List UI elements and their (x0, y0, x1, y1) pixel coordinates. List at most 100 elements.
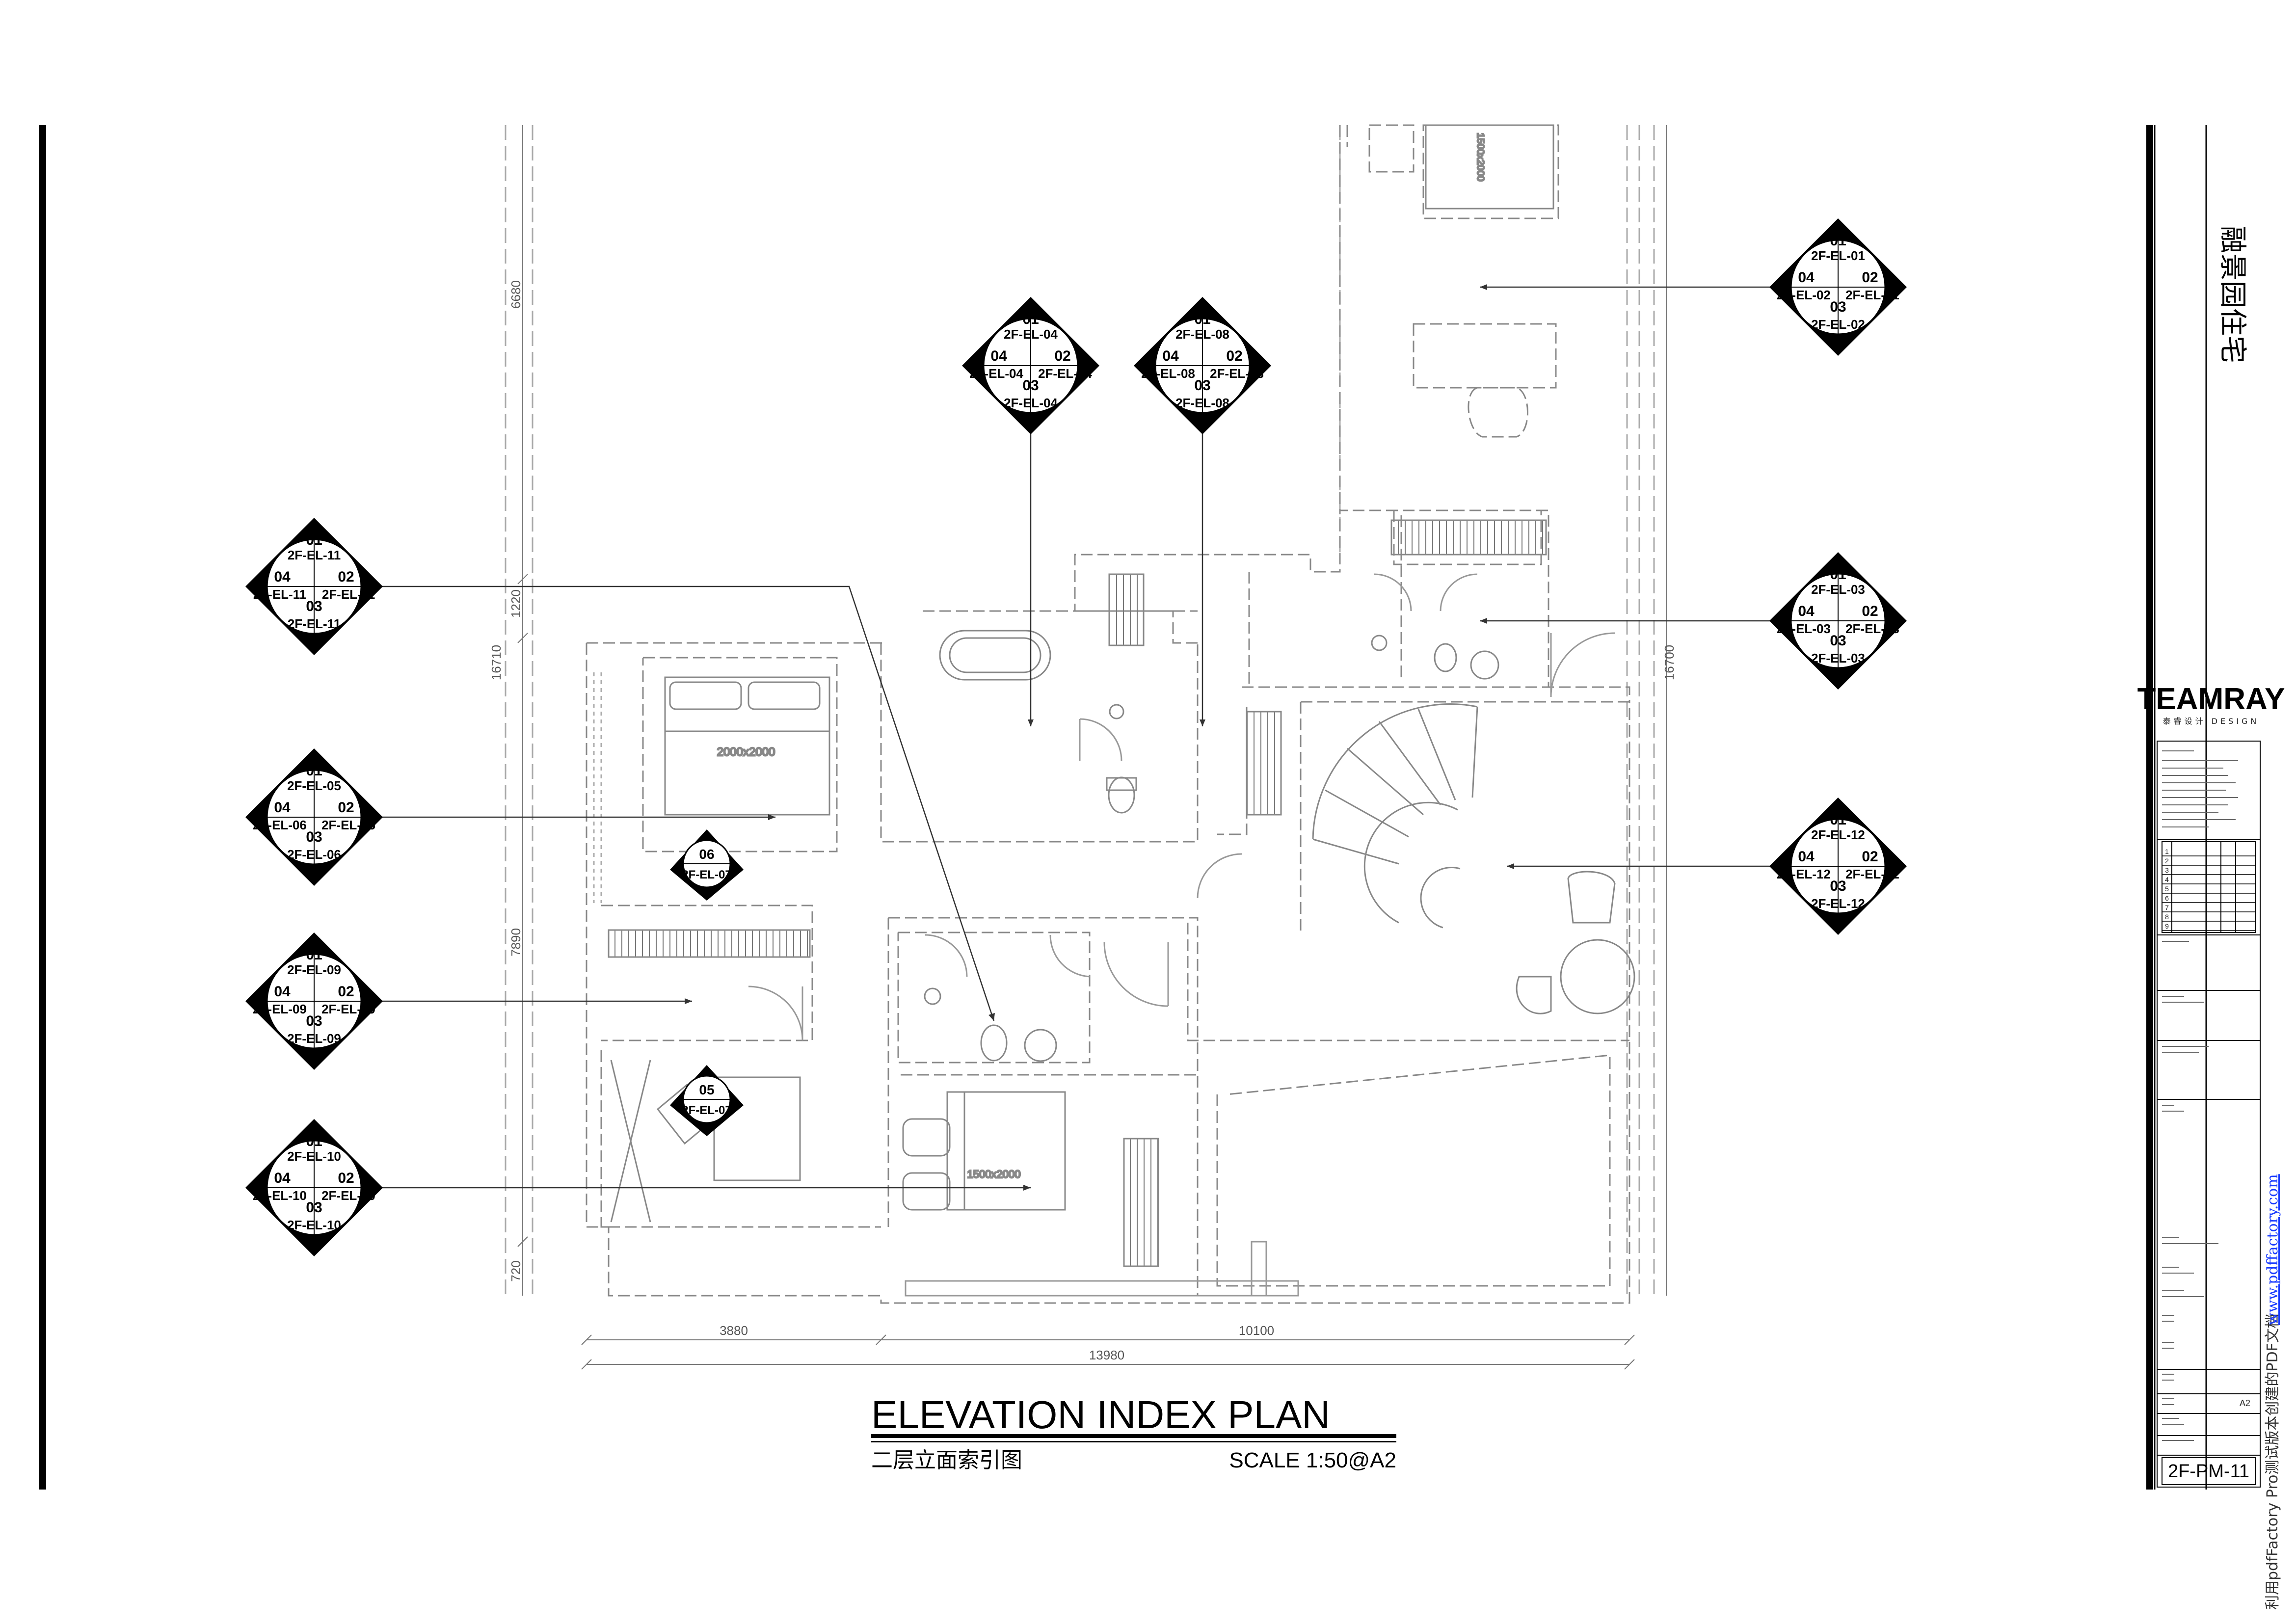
index-tag-right-ref: 2F-EL-09 (321, 1002, 375, 1016)
dim-7890: 7890 (508, 928, 523, 957)
index-tag-left-num: 04 (274, 569, 291, 585)
index-tag-top-num: 01 (306, 763, 322, 779)
index-tag-top-num: 01 (1830, 233, 1846, 249)
bed-master-size: 2000x2000 (717, 745, 775, 759)
dim-3880: 3880 (720, 1323, 748, 1338)
index-tag-top-num: 01 (1830, 812, 1846, 828)
index-tag-bottom-ref: 2F-EL-09 (287, 1031, 341, 1046)
index-tag-bottom-ref: 2F-EL-11 (288, 616, 341, 631)
index-tag-top-num: 01 (306, 947, 322, 963)
index-tag-bottom-ref: 2F-EL-12 (1811, 896, 1865, 911)
index-tag-bottom-num: 03 (1830, 633, 1846, 649)
index-tag-left-ref: 2F-EL-03 (1777, 621, 1831, 636)
index-tag-right-ref: 2F-EL-11 (322, 587, 375, 602)
single-tag-06: 06 2F-EL-07 (670, 829, 744, 901)
index-tag-right-ref: 2F-EL-10 (321, 1188, 375, 1203)
index-tag-right-ref: 2F-EL-12 (1845, 867, 1899, 881)
index-tag-top-num: 01 (306, 1133, 322, 1149)
index-tag-top-num: 01 (306, 532, 322, 548)
index-tag-bottom-num: 03 (1194, 377, 1210, 394)
bed-top-size: 1500x2000 (1475, 133, 1486, 182)
dim-1220: 1220 (508, 589, 523, 618)
revision-row-number: 6 (2165, 894, 2169, 902)
index-tag-top-ref: 2F-EL-05 (287, 778, 341, 793)
index-tag-left-ref: 2F-EL-10 (253, 1188, 307, 1203)
index-tag-right-num: 02 (1862, 849, 1878, 865)
drawing-title: ELEVATION INDEX PLAN (871, 1393, 1330, 1437)
index-tag-right-ref: 2F-EL-08 (1210, 366, 1264, 381)
dim-16710: 16710 (489, 645, 504, 680)
revision-row-number: 9 (2165, 922, 2169, 930)
index-tag-left-ref: 2F-EL-08 (1141, 366, 1195, 381)
index-tag-bottom-num: 03 (1830, 878, 1846, 894)
index-tag-top-ref: 2F-EL-10 (287, 1149, 341, 1164)
index-tag-top-ref: 2F-EL-11 (288, 548, 341, 562)
dim-720: 720 (508, 1260, 523, 1281)
dim-6680: 6680 (508, 280, 523, 309)
index-tag-bottom-num: 03 (1830, 299, 1846, 315)
index-tag-top-num: 01 (1022, 311, 1039, 327)
index-tag-bottom-ref: 2F-EL-08 (1175, 396, 1229, 410)
index-tag-top-ref: 2F-EL-04 (1004, 327, 1058, 342)
index-tag-bottom-ref: 2F-EL-06 (287, 847, 341, 862)
index-tag-top-ref: 2F-EL-08 (1175, 327, 1229, 342)
leader-lines (378, 286, 1774, 1189)
watermark-text: 利用pdfFactory Pro测试版本创建的PDF文档 (2264, 1313, 2281, 1610)
paper-size: A2 (2240, 1398, 2250, 1408)
index-tag-left-num: 04 (274, 799, 291, 816)
index-tag-bottom-num: 03 (306, 829, 322, 845)
index-tag-top-ref: 2F-EL-01 (1811, 248, 1865, 263)
floor-plan: 2000x2000 (505, 124, 1655, 1304)
index-tag-right-num: 02 (1862, 603, 1878, 619)
revision-row-number: 1 (2165, 848, 2169, 855)
index-tag-top-ref: 2F-EL-12 (1811, 827, 1865, 842)
elevation-index-tags: 012F-EL-01042F-EL-02022F-EL-01032F-EL-02… (245, 218, 1907, 1256)
sheet-frame (39, 125, 2207, 1490)
index-tag-bottom-ref: 2F-EL-03 (1811, 651, 1865, 666)
dim-16700: 16700 (1662, 645, 1677, 680)
drawing-scale: SCALE 1:50@A2 (1229, 1448, 1396, 1472)
index-tag-left-ref: 2F-EL-11 (253, 587, 306, 602)
index-tag-left-num: 04 (1798, 849, 1815, 865)
index-tag-left-num: 04 (1162, 348, 1179, 364)
revision-row-number: 8 (2165, 913, 2169, 921)
single-tag-ref: 2F-EL-07 (682, 868, 731, 881)
revision-row-number: 4 (2165, 876, 2169, 883)
single-tag-num: 06 (699, 847, 714, 862)
index-tag-top-num: 01 (1830, 566, 1846, 583)
index-tag-bottom-ref: 2F-EL-04 (1004, 396, 1058, 410)
bed-second-size: 1500x2000 (967, 1168, 1021, 1180)
brand-subtitle: 泰睿设计 DESIGN (2163, 717, 2260, 726)
index-tag-right-num: 02 (338, 1170, 354, 1186)
dim-13980: 13980 (1089, 1348, 1124, 1362)
sheet-number: 2F-PM-11 (2168, 1461, 2249, 1482)
dim-10100: 10100 (1239, 1323, 1274, 1338)
index-tag-right-ref: 2F-EL-03 (1845, 621, 1899, 636)
dimension-lines (517, 125, 1667, 1370)
index-tag-right-num: 02 (1862, 269, 1878, 286)
watermark-link[interactable]: www.pdffactory.com (2264, 1174, 2281, 1325)
index-tag-right-num: 02 (338, 569, 354, 585)
index-tag-bottom-ref: 2F-EL-02 (1811, 317, 1865, 332)
index-tag-right-ref: 2F-EL-04 (1038, 366, 1092, 381)
revision-row-number: 2 (2165, 857, 2169, 865)
drawing-subtitle-cn: 二层立面索引图 (871, 1448, 1022, 1473)
index-tag-bottom-num: 03 (306, 1199, 322, 1216)
index-tag-top-num: 01 (1194, 311, 1210, 327)
revision-row-number: 7 (2165, 904, 2169, 911)
index-tag-right-num: 02 (338, 984, 354, 1000)
brand-logo: TEAMRAY (2137, 682, 2285, 716)
index-tag-left-ref: 2F-EL-04 (969, 366, 1023, 381)
index-tag-left-num: 04 (1798, 269, 1815, 286)
